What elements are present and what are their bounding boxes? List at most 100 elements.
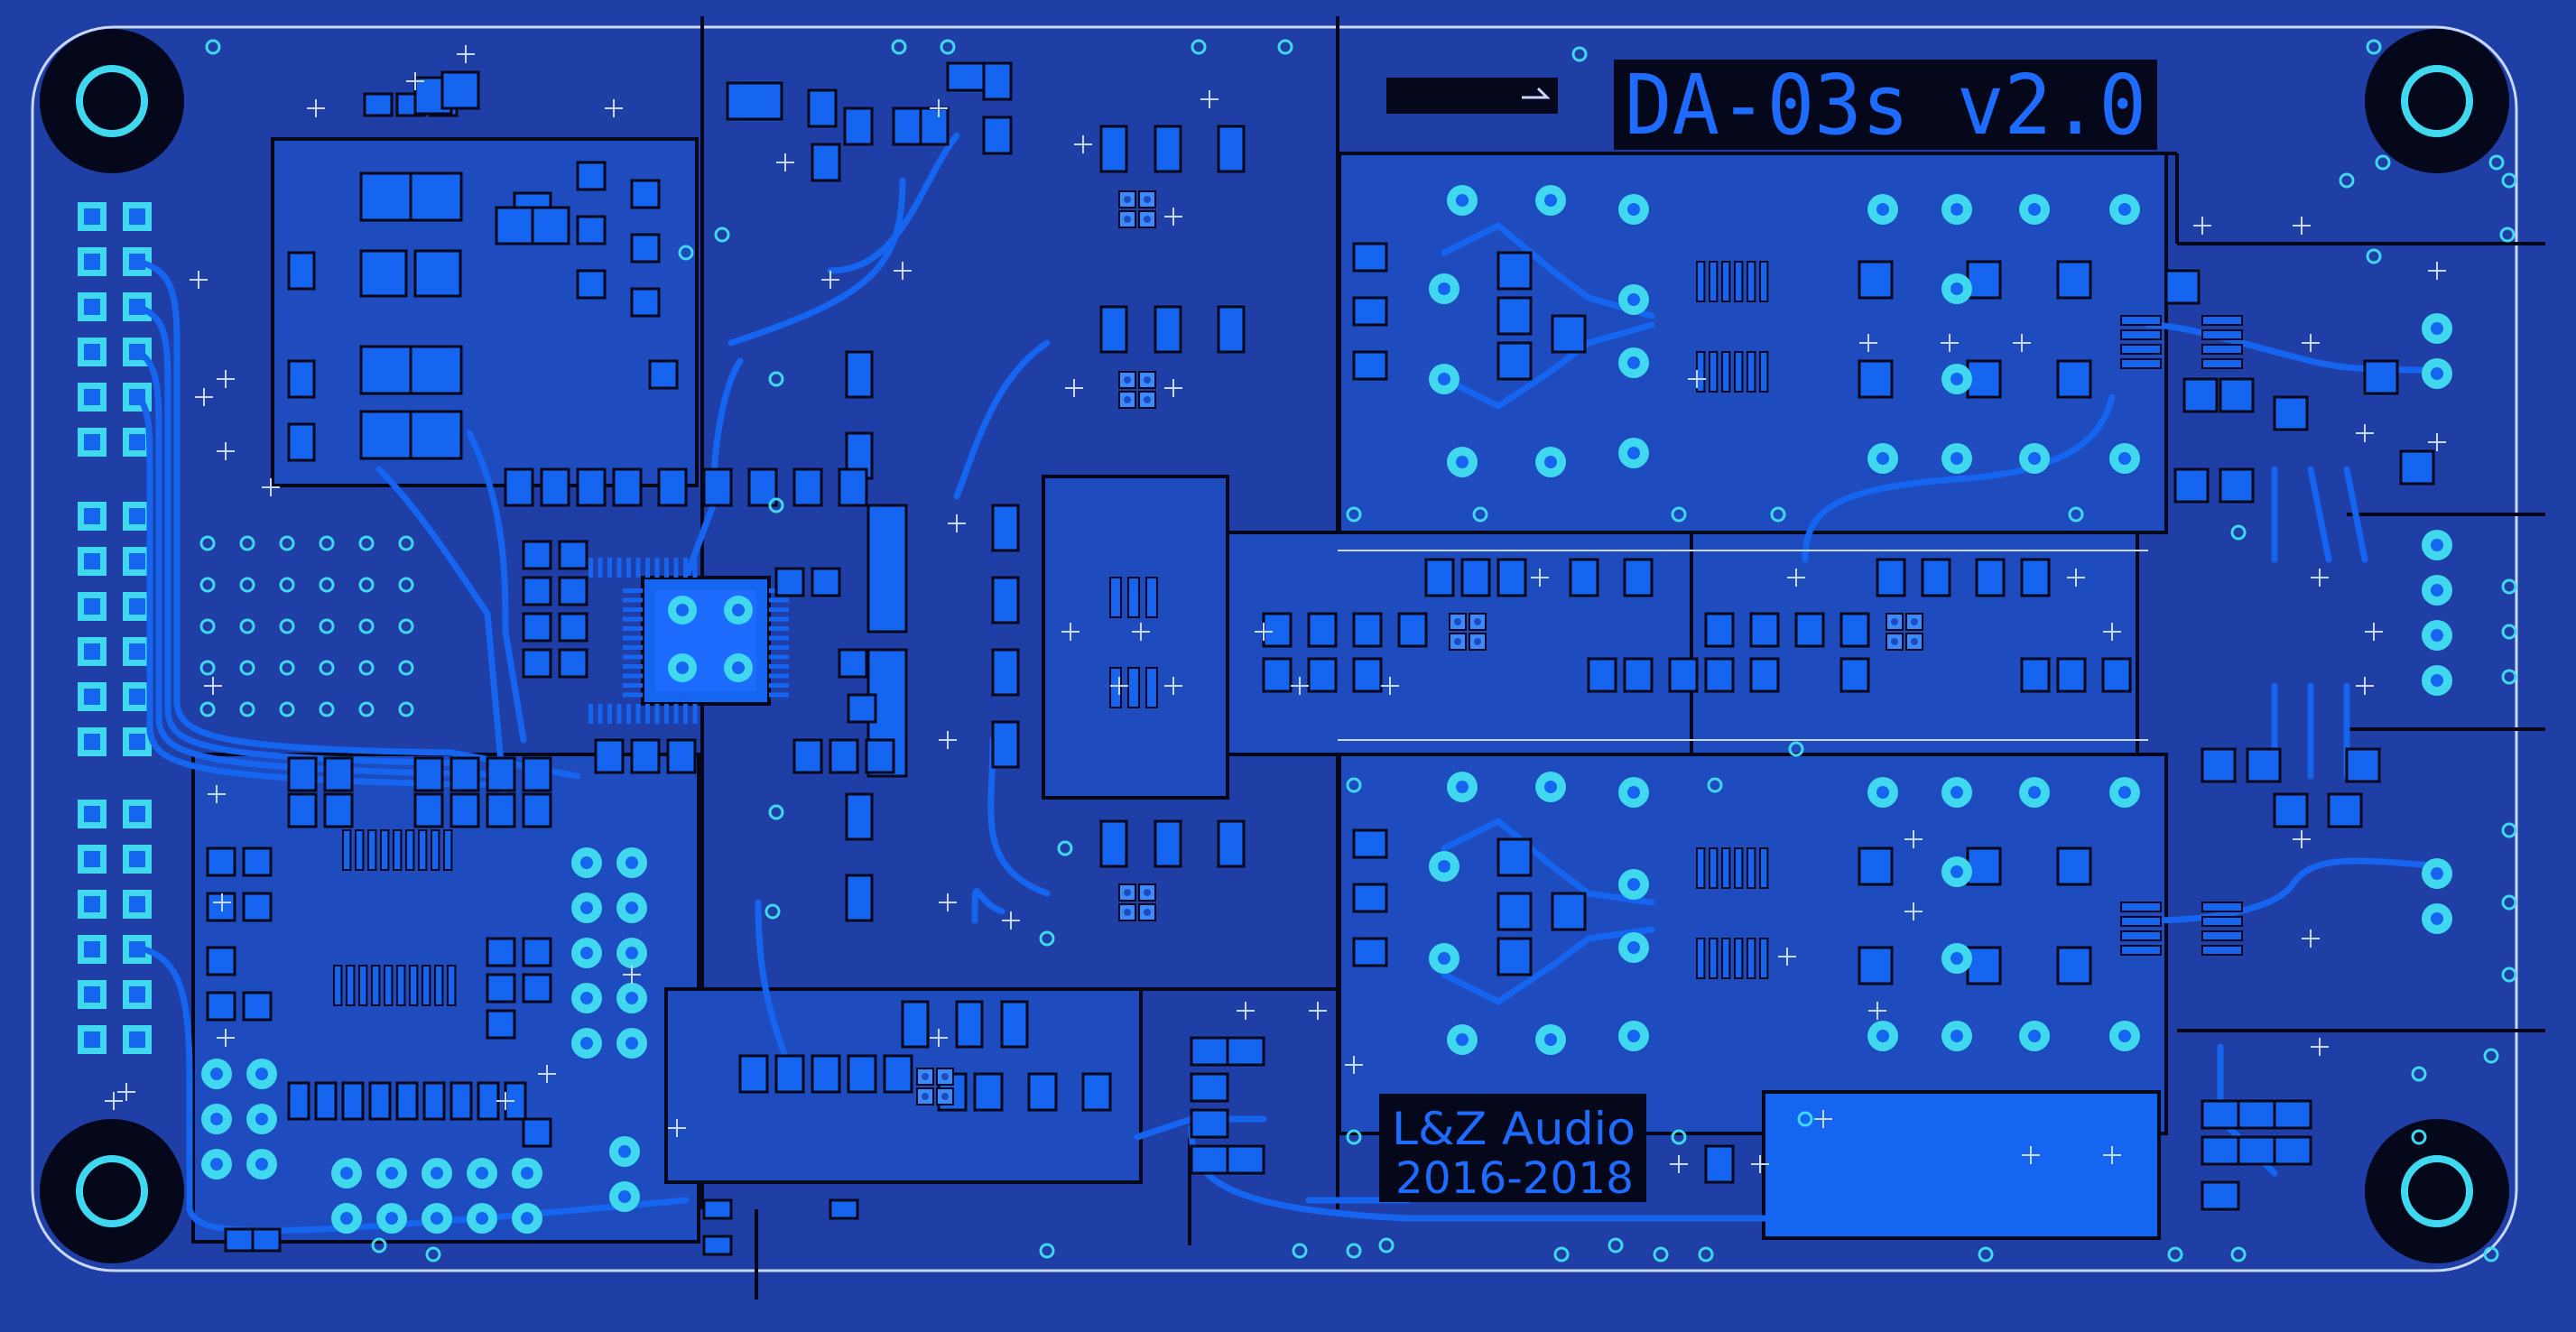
ic-pin	[1734, 938, 1744, 979]
smd-pad	[811, 1054, 841, 1094]
smd-pad	[558, 648, 588, 679]
smd-pad	[865, 738, 895, 774]
ic-pin	[1721, 938, 1731, 979]
smd-pad	[409, 345, 463, 395]
via	[764, 903, 781, 920]
smd-pad	[991, 720, 1020, 769]
via	[371, 1237, 387, 1253]
smd-pads	[206, 61, 2435, 1256]
ic-pin	[1709, 847, 1719, 889]
smd-pad	[1000, 1000, 1029, 1049]
smd-pad	[843, 106, 874, 146]
smd-pad	[359, 171, 413, 222]
dac-chip-pins	[588, 558, 789, 724]
smd-pad	[1217, 305, 1246, 354]
via	[891, 39, 907, 55]
ic-pin	[396, 965, 406, 1006]
via	[2501, 578, 2517, 595]
ic-pin	[1747, 847, 1756, 889]
via	[1346, 506, 1362, 523]
smd-pad	[1154, 305, 1182, 354]
via	[2488, 154, 2505, 171]
smd-pad	[1190, 1144, 1229, 1175]
smd-pad	[1569, 558, 1599, 597]
smd-pad	[1352, 883, 1388, 913]
smd-pad	[522, 540, 552, 570]
ic-pin	[1747, 938, 1756, 979]
via	[1346, 1243, 1362, 1259]
smd-pad	[702, 467, 733, 507]
smd-pad	[702, 1235, 733, 1256]
ic-pin	[2201, 945, 2243, 956]
via	[1472, 506, 1488, 523]
smd-pad	[359, 345, 413, 395]
smd-pad	[1352, 612, 1383, 648]
via	[199, 535, 216, 551]
via	[2366, 248, 2382, 264]
ic-pin	[409, 965, 419, 1006]
via	[2411, 1066, 2427, 1082]
smd-pad	[901, 1000, 930, 1049]
smd-pad	[558, 612, 588, 643]
smd-pad	[413, 792, 444, 828]
smd-pad	[955, 1000, 984, 1049]
smd-pad	[558, 540, 588, 570]
smd-pad	[774, 567, 805, 597]
smd-pad	[522, 648, 552, 679]
smd-pad	[1099, 819, 1128, 868]
smd-pad	[1262, 657, 1293, 693]
smd-pad	[2273, 395, 2309, 431]
smd-pad	[2399, 449, 2435, 486]
smd-pad	[422, 1081, 446, 1121]
via	[1378, 1237, 1395, 1253]
via	[1039, 1243, 1055, 1259]
smd-pad	[991, 576, 1020, 624]
ic-pin	[2120, 902, 2162, 912]
via	[1346, 777, 1362, 793]
via	[319, 701, 335, 717]
via	[1698, 1246, 1714, 1263]
via	[2068, 506, 2084, 523]
via	[279, 618, 295, 634]
smd-pad	[612, 467, 643, 507]
smd-pad	[847, 693, 877, 724]
via	[358, 660, 375, 676]
smd-pad	[522, 937, 552, 967]
via	[279, 535, 295, 551]
smd-pad	[1966, 946, 2002, 985]
smd-pad	[630, 233, 661, 264]
smd-pad	[973, 1072, 1004, 1112]
ic-pin	[2201, 902, 2243, 912]
mounting-hole-top-right	[2365, 29, 2509, 173]
via	[358, 618, 375, 634]
smd-pad	[1858, 946, 1894, 985]
via	[2230, 1246, 2247, 1263]
via	[2501, 822, 2517, 838]
via	[239, 535, 255, 551]
ic-pin	[2201, 315, 2243, 326]
via	[714, 227, 730, 243]
smd-pad	[892, 106, 922, 146]
smd-pad	[1704, 657, 1735, 693]
smd-pad	[982, 61, 1013, 101]
smd-pad	[991, 648, 1020, 697]
smd-pad	[838, 467, 868, 507]
ic-pin	[1759, 351, 1769, 393]
smd-pad	[477, 1081, 500, 1121]
board-title: DA-03s v2.0	[1625, 57, 2146, 153]
via	[768, 804, 784, 820]
ic-pin	[380, 829, 390, 871]
smd-pad	[576, 269, 607, 300]
ic-pin	[1721, 351, 1731, 393]
smd-pad	[1496, 558, 1527, 597]
via	[2501, 624, 2517, 640]
smd-pad	[1704, 1144, 1735, 1184]
ic-pin	[1734, 847, 1744, 889]
smd-pad	[2201, 1099, 2240, 1130]
ic-pin	[1109, 577, 1122, 618]
ic-pin	[1759, 938, 1769, 979]
smd-pad	[1352, 828, 1388, 859]
ic-pin	[384, 965, 394, 1006]
smd-pad	[847, 1054, 877, 1094]
maker-label-bg	[1379, 1094, 1646, 1202]
